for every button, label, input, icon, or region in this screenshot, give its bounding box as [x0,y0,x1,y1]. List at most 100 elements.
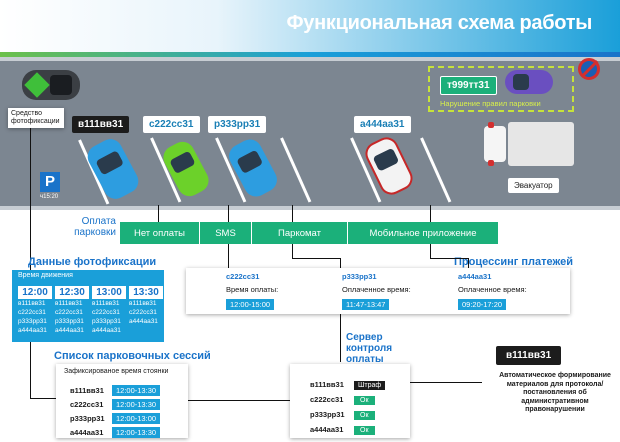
photo-plate: с222сс31 [129,309,157,316]
photo-plate: в111вв31 [18,300,46,307]
status-ok-badge: Ок [354,426,375,435]
photo-plate: р333рр31 [55,318,84,325]
payment-method: Паркомат [252,222,348,244]
arrow-connector [410,382,482,383]
page-title: Функциональная схема работы [286,12,593,34]
camera-label: Средство фотофиксации [8,108,64,128]
result-plate: в111вв31 [496,346,562,365]
photo-time: 13:30 [129,286,163,299]
server-plate: р333рр31 [310,410,345,419]
session-plate: а444аа31 [70,428,104,437]
arrow-connector [340,314,341,362]
plate-label: в111вв31 [72,116,130,133]
session-plate: в111вв31 [70,386,104,395]
sessions-title: Список парковочных сессий [54,350,211,362]
session-time: 12:00-13:30 [112,385,161,396]
violation-zone [428,66,574,112]
server-plate: в111вв31 [310,380,344,389]
header-stripe [0,52,620,57]
photo-plate: в111вв31 [55,300,83,307]
camera-car [22,70,80,100]
processing-label: Время оплаты: [226,285,279,294]
photo-plate: в111вв31 [92,300,120,307]
processing-label: Оплаченное время: [342,285,411,294]
processing-value: 11:47-13:47 [342,299,390,310]
photo-plate: р333рр31 [18,318,47,325]
photo-time: 13:00 [92,286,126,299]
processing-plate: р333рр31 [342,272,377,281]
road-curb-bottom [0,206,620,210]
photo-plate: с222сс31 [55,309,83,316]
session-plate: р333рр31 [70,414,105,423]
sessions-header: Зафиксированое время стоянки [64,368,169,375]
server-title: Сервер контроля оплаты [346,332,393,365]
photo-plate: в111вв31 [129,300,157,307]
session-time: 12:00-13:30 [112,427,161,438]
camera-connector [30,398,56,399]
no-parking-sign-icon [578,58,600,80]
processing-plate: а444аа31 [458,272,492,281]
result-text: Автоматическое формирование материалов д… [499,372,611,413]
violation-text: Нарушение правил парковки [440,99,541,108]
parking-sign-sub: ч15:20 [40,194,59,200]
status-fine-badge: Штраф [354,381,386,390]
photo-plate: с222сс31 [92,309,120,316]
plate-label: а444аа31 [354,116,411,133]
photo-plate: с222сс31 [18,309,46,316]
camera-connector [30,128,31,398]
server-row: р333рр31 Ок [310,404,375,422]
sessions-panel: Зафиксированое время стоянки в111вв31 12:… [56,364,188,438]
arrow-connector [468,258,469,268]
plate-label: р333рр31 [208,116,267,133]
payment-method: Мобильное приложение [369,227,477,239]
processing-value: 09:20-17:20 [458,299,507,310]
arrow-connector [430,244,431,258]
arrow-connector [430,205,431,222]
server-row: а444аа31 Ок [310,419,375,437]
arrow-connector [430,258,468,259]
payment-label: Оплата парковки [74,216,116,238]
session-plate: с222сс31 [70,400,104,409]
tow-truck [484,122,574,166]
server-plate: а444аа31 [310,425,344,434]
arrow-connector [340,258,341,268]
session-row: а444аа31 12:00-13:30 [70,422,161,440]
status-ok-badge: Ок [354,396,375,405]
photo-plate: р333рр31 [92,318,121,325]
photo-plate: а444аа31 [129,318,158,325]
photo-plate: а444аа31 [55,327,84,334]
photo-data-title: Данные фотофиксации [28,256,157,268]
payment-method: SMS [200,222,252,244]
plate-label: с222сс31 [143,116,200,133]
arrow-connector [188,400,290,401]
violator-plate: т999тт31 [440,76,497,95]
server-row: в111вв31 Штраф [310,374,386,392]
parking-sign-icon: P [40,172,60,192]
violator-car [505,70,553,94]
processing-value: 12:00-15:00 [226,299,275,310]
photo-time: 12:30 [55,286,89,299]
status-ok-badge: Ок [354,411,375,420]
arrow-connector [158,205,159,222]
processing-plate: с222сс31 [226,272,260,281]
arrow-connector [292,258,340,259]
tow-label: Эвакуатор [508,178,559,193]
session-row: с222сс31 12:00-13:30 [70,394,161,412]
session-row: в111вв31 12:00-13:30 [70,380,161,398]
photo-time: 12:00 [18,286,52,299]
session-time: 12:00-13:00 [112,413,161,424]
photo-plate: а444аа31 [92,327,121,334]
payment-methods-bar: Нет оплаты SMS Паркомат Мобильное прилож… [120,222,498,244]
session-time: 12:00-13:30 [112,399,161,410]
arrow-connector [292,244,293,258]
road-curb-top [0,57,620,61]
payment-method: Нет оплаты [120,222,200,244]
